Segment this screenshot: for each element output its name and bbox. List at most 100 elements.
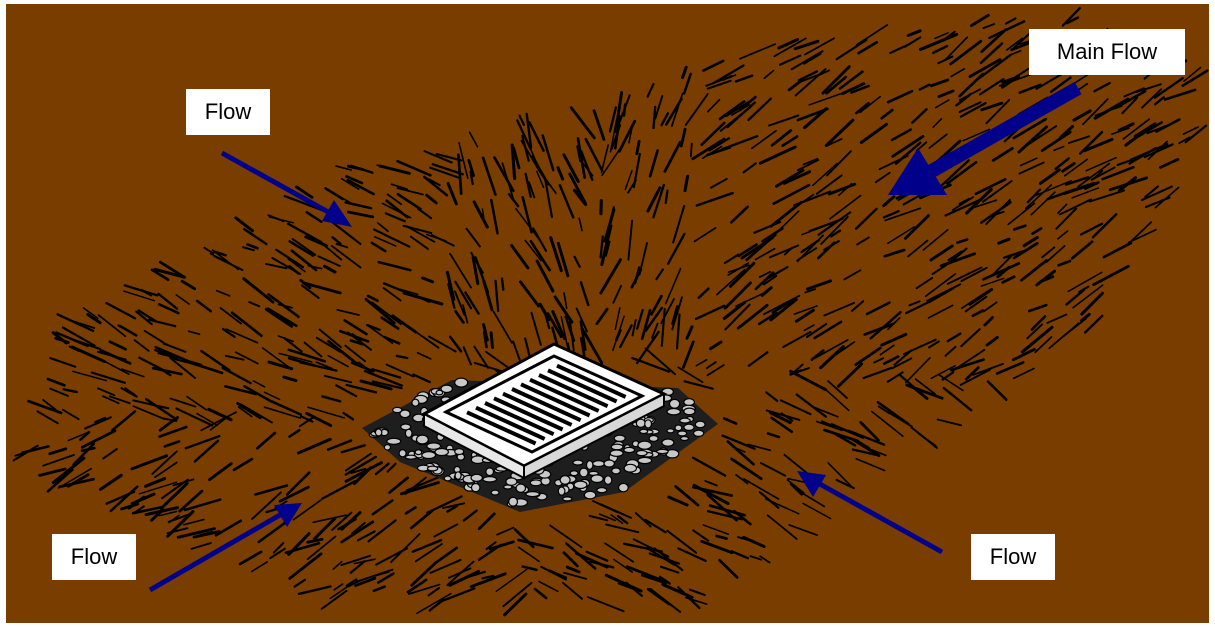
hatch-stroke [118, 324, 138, 337]
hatch-stroke [932, 118, 943, 128]
hatch-stroke [695, 191, 734, 207]
hatch-stroke [351, 521, 366, 535]
hatch-stroke [932, 44, 949, 55]
hatch-stroke [61, 326, 96, 347]
hatch-stroke [610, 514, 624, 525]
gravel-stone [610, 443, 624, 451]
hatch-stroke [306, 406, 345, 419]
hatch-stroke [242, 227, 268, 246]
hatch-stroke [1080, 291, 1104, 316]
hatch-stroke [644, 518, 667, 534]
hatch-stroke [919, 32, 959, 51]
hatch-stroke [820, 215, 849, 245]
hatch-stroke [605, 523, 640, 534]
hatch-stroke [959, 368, 991, 386]
hatch-stroke [770, 416, 794, 434]
hatch-stroke [332, 560, 343, 571]
hatch-stroke [384, 212, 406, 223]
hatch-stroke [1143, 143, 1174, 159]
hatch-stroke [1102, 241, 1133, 259]
hatch-stroke [404, 476, 427, 495]
hatch-stroke [380, 316, 400, 330]
hatch-stroke [937, 55, 954, 65]
hatch-stroke [747, 351, 769, 367]
hatch-stroke [664, 189, 669, 205]
hatch-stroke [887, 316, 901, 331]
hatch-stroke [575, 307, 588, 333]
gravel-stone [573, 480, 588, 490]
hatch-stroke [82, 307, 99, 320]
hatch-stroke [265, 262, 288, 270]
hatch-stroke [524, 172, 532, 198]
hatch-stroke [1053, 145, 1065, 152]
hatch-stroke [803, 324, 815, 332]
grate-bar [520, 382, 591, 418]
hatch-stroke [792, 363, 804, 374]
hatch-stroke [536, 170, 545, 189]
hatch-stroke [724, 303, 751, 331]
hatch-stroke [726, 440, 755, 466]
hatch-stroke [1035, 73, 1062, 90]
hatch-stroke [1001, 275, 1016, 284]
gravel-stone [525, 491, 540, 498]
hatch-stroke [850, 84, 870, 94]
gravel-stone [611, 467, 621, 475]
hatch-stroke [829, 341, 856, 360]
hatch-stroke [154, 461, 178, 479]
hatch-stroke [1121, 96, 1139, 115]
hatch-stroke [284, 541, 321, 555]
hatch-stroke [997, 237, 1011, 245]
hatch-stroke [385, 363, 415, 378]
hatch-stroke [816, 241, 836, 260]
hatch-stroke [1054, 157, 1070, 171]
hatch-stroke [644, 306, 664, 333]
hatch-stroke [1082, 98, 1109, 126]
hatch-stroke [404, 506, 417, 515]
hatch-stroke [915, 276, 934, 290]
gravel-stone [569, 470, 579, 477]
hatch-stroke [108, 340, 127, 351]
hatch-stroke [468, 131, 479, 148]
hatch-stroke [674, 485, 700, 507]
hatch-stroke [889, 44, 908, 55]
gravel-stone [505, 477, 518, 486]
hatch-stroke [130, 454, 168, 471]
hatch-stroke [213, 250, 227, 257]
hatch-stroke [1057, 259, 1072, 267]
hatch-stroke [904, 356, 931, 384]
hatch-stroke [352, 466, 372, 486]
hatch-stroke [346, 210, 375, 219]
hatch-stroke [978, 77, 1005, 96]
hatch-stroke [722, 417, 738, 425]
hatch-stroke [1117, 176, 1137, 193]
hatch-stroke [1061, 162, 1076, 173]
hatch-stroke [1183, 66, 1202, 82]
hatch-stroke [327, 339, 360, 367]
hatch-stroke [575, 552, 609, 569]
hatch-stroke [445, 270, 456, 301]
hatch-stroke [870, 410, 904, 438]
hatch-stroke [683, 380, 714, 390]
hatch-stroke [98, 473, 123, 491]
hatch-stroke [614, 307, 621, 331]
hatch-stroke [333, 583, 344, 591]
hatch-stroke [945, 160, 978, 185]
hatch-stroke [735, 473, 749, 485]
hatch-stroke [553, 295, 574, 324]
hatch-stroke [1083, 137, 1114, 153]
hatch-stroke [224, 385, 258, 396]
hatch-stroke [1027, 303, 1048, 313]
hatch-stroke [431, 234, 455, 247]
hatch-stroke [120, 368, 145, 378]
hatch-stroke [266, 307, 298, 328]
hatch-stroke [826, 150, 852, 177]
hatch-stroke [661, 582, 694, 599]
gravel-stone [609, 449, 624, 458]
hatch-stroke [855, 24, 889, 46]
gravel-stone [585, 460, 594, 471]
hatch-stroke [904, 299, 934, 315]
hatch-stroke [242, 246, 255, 252]
hatch-stroke [857, 40, 879, 55]
hatch-stroke [183, 518, 205, 526]
hatch-stroke [802, 502, 832, 520]
